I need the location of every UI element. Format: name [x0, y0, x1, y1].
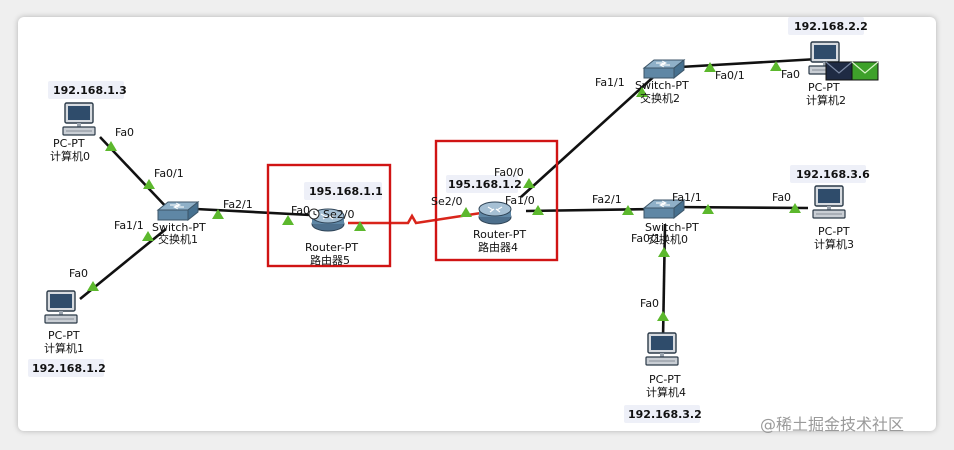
pc3-model-label: PC-PT — [818, 225, 850, 238]
pc3-device[interactable] — [812, 185, 846, 219]
switch-icon — [643, 59, 685, 79]
clock-icon — [308, 208, 320, 220]
link-sw0-pc3[interactable] — [671, 205, 809, 210]
port-led-r4-se20 — [460, 207, 472, 217]
envelope-icon-green — [851, 61, 879, 81]
sw1-device[interactable] — [157, 201, 199, 221]
pc2-ip-label: 192.168.2.2 — [794, 20, 868, 33]
r5-model-label: Router-PT — [305, 241, 358, 254]
port-label-r4-fa00: Fa0/0 — [494, 166, 524, 179]
pc4-name-label: 计算机4 — [646, 385, 686, 399]
port-label-sw0-fa11: Fa1/1 — [672, 191, 702, 204]
pc2-model-label: PC-PT — [808, 81, 840, 94]
sw2-model-label: Switch-PT — [635, 79, 689, 92]
port-led-pc4-fa0 — [657, 311, 669, 321]
router5-highlight-box — [266, 163, 392, 268]
r4-model-label: Router-PT — [473, 228, 526, 241]
pc3-name-label: 计算机3 — [814, 237, 854, 251]
port-label-pc1-fa0: Fa0 — [69, 267, 88, 280]
port-label-sw1-fa01: Fa0/1 — [154, 167, 184, 180]
pc1-device[interactable] — [44, 290, 78, 324]
port-label-sw1-fa21: Fa2/1 — [223, 198, 253, 211]
port-label-r4-fa10: Fa1/0 — [505, 194, 535, 207]
sw1-model-label: Switch-PT — [152, 221, 206, 234]
pc-icon — [645, 332, 679, 366]
link-r4-sw0[interactable] — [525, 207, 659, 213]
pc3-ip-label: 192.168.3.6 — [796, 168, 870, 181]
pc1-ip-label: 192.168.1.2 — [32, 362, 106, 375]
r5-name-label: 路由器5 — [310, 253, 350, 267]
pc4-model-label: PC-PT — [649, 373, 681, 386]
sw2-device[interactable] — [643, 59, 685, 79]
pc-icon — [812, 185, 846, 219]
port-led-sw0-fa01 — [658, 247, 670, 257]
sw0-name-label: 交换机0 — [648, 232, 688, 246]
port-label-r5-se20: Se2/0 — [323, 208, 354, 221]
link-r4-sw2[interactable] — [520, 70, 661, 198]
port-label-sw0-fa01: Fa0/1 — [631, 232, 661, 245]
pc-icon — [44, 290, 78, 324]
sw0-model-label: Switch-PT — [645, 221, 699, 234]
pc4-device[interactable] — [645, 332, 679, 366]
sw1-name-label: 交换机1 — [158, 232, 198, 246]
envelope-icon-dark — [825, 61, 853, 81]
port-label-pc4-fa0: Fa0 — [640, 297, 659, 310]
port-label-r5-fa0: Fa0 — [291, 204, 310, 217]
pc0-ip-label: 192.168.1.3 — [53, 84, 127, 97]
pc1-model-label: PC-PT — [48, 329, 80, 342]
topology-diagram: 192.168.1.3 192.168.1.2 195.168.1.1 195.… — [28, 17, 879, 423]
network-topology-canvas[interactable]: 192.168.1.3 192.168.1.2 195.168.1.1 195.… — [18, 17, 936, 431]
port-label-sw1-fa11: Fa1/1 — [114, 219, 144, 232]
pc0-name-label: 计算机0 — [50, 149, 90, 163]
port-led-sw0-fa11 — [702, 204, 714, 214]
port-led-r4-fa00 — [523, 178, 535, 188]
r5-ip-label: 195.168.1.1 — [309, 185, 383, 198]
link-r5-r4-serial[interactable] — [348, 209, 495, 225]
port-label-pc2-fa0: Fa0 — [781, 68, 800, 81]
pc0-device[interactable] — [62, 102, 96, 136]
port-label-sw2-fa01: Fa0/1 — [715, 69, 745, 82]
port-label-sw0-fa21: Fa2/1 — [592, 193, 622, 206]
port-label-pc0-fa0: Fa0 — [115, 126, 134, 139]
pc-icon — [62, 102, 96, 136]
r4-ip-label: 195.168.1.2 — [448, 178, 522, 191]
router4-highlight-box — [434, 139, 559, 262]
pc4-ip-label: 192.168.3.2 — [628, 408, 702, 421]
port-label-r4-se20: Se2/0 — [431, 195, 462, 208]
ip-label-backgrounds — [28, 17, 866, 423]
switch-icon — [157, 201, 199, 221]
link-sw1-r5[interactable] — [195, 207, 311, 217]
link-sw2-pc2[interactable] — [679, 57, 819, 69]
port-label-pc3-fa0: Fa0 — [772, 191, 791, 204]
pc0-model-label: PC-PT — [53, 137, 85, 150]
pc2-name-label: 计算机2 — [806, 93, 846, 107]
r4-name-label: 路由器4 — [478, 240, 518, 254]
pc1-name-label: 计算机1 — [44, 341, 84, 355]
port-label-sw2-fa11: Fa1/1 — [595, 76, 625, 89]
sw2-name-label: 交换机2 — [640, 91, 680, 105]
